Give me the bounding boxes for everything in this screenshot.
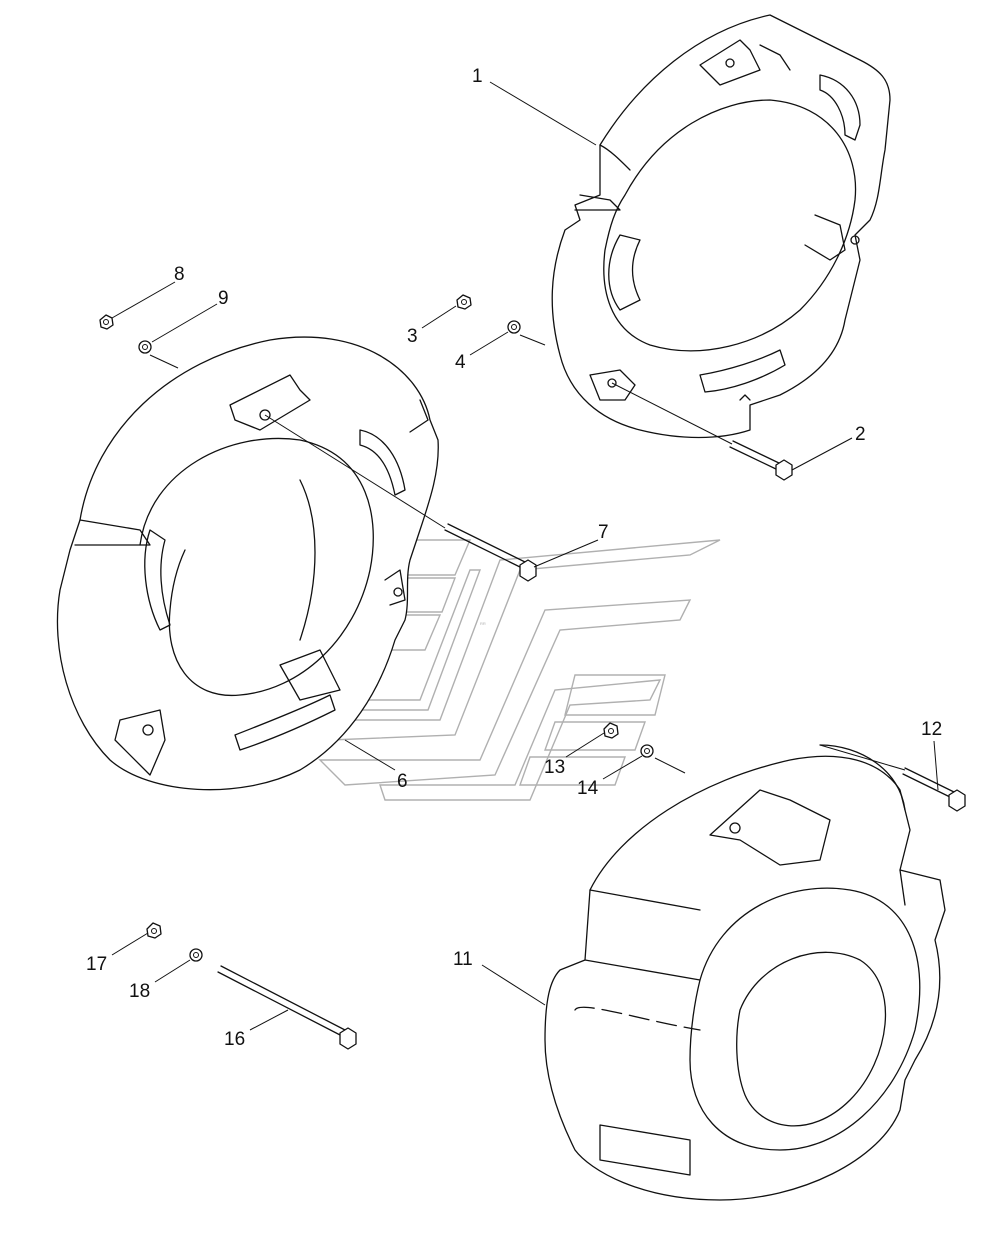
bolt-2 [729,440,793,481]
assembly-lines [149,334,906,774]
callout-4: 4 [455,352,466,373]
bolt-7 [444,523,537,582]
callout-13: 13 [544,757,565,778]
weight-part-1 [551,14,891,439]
callout-3: 3 [407,326,418,347]
weight-part-6 [56,336,439,791]
callout-18: 18 [129,981,150,1002]
fasteners [99,294,966,1050]
washer-4 [507,320,521,334]
callout-14: 14 [577,778,599,799]
leader-lines [111,81,939,1031]
callout-9: 9 [218,288,229,309]
weight-part-11 [544,744,946,1201]
nut-3 [456,294,472,310]
callout-1: 1 [472,66,483,87]
nut-8 [99,314,114,330]
callout-16: 16 [224,1029,245,1050]
nut-13 [603,722,619,739]
callout-6: 6 [397,771,408,792]
callout-2: 2 [855,424,866,445]
watermark-text: RR [480,621,486,626]
washer-18 [189,948,203,962]
washer-9 [138,340,152,354]
callout-12: 12 [921,719,942,740]
callout-7: 7 [598,522,609,543]
nut-17 [146,922,162,939]
washer-14 [640,744,654,758]
callout-11: 11 [453,949,473,970]
bolt-16 [217,965,357,1050]
bolt-12 [902,767,966,812]
callout-17: 17 [86,954,107,975]
callouts: 1 2 3 4 6 7 8 9 11 12 13 14 16 17 18 [86,66,942,1050]
callout-8: 8 [174,264,185,285]
